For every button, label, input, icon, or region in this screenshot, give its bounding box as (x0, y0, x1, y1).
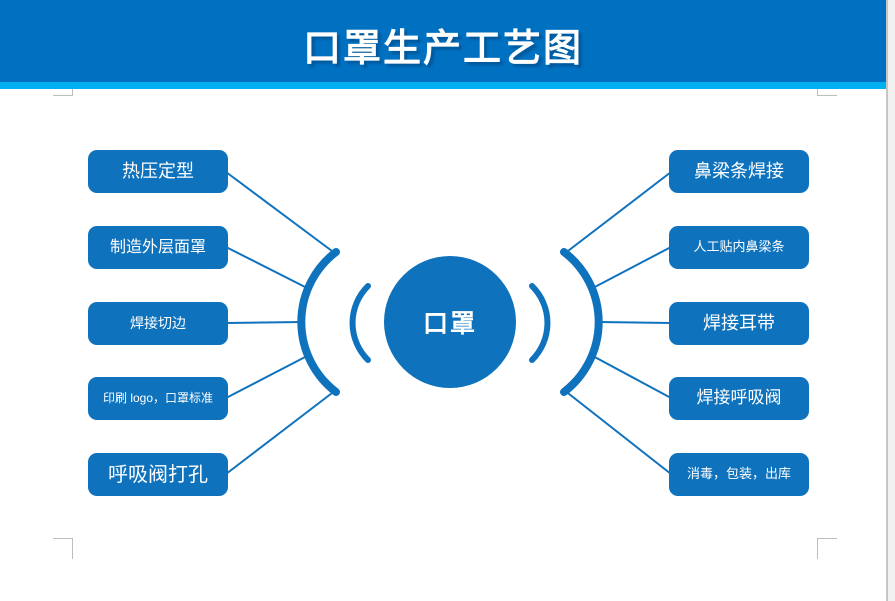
center-node[interactable]: 口罩 (384, 256, 516, 388)
page-margin-mark-bottom-left (53, 538, 73, 559)
process-node-right-1[interactable]: 鼻梁条焊接 (669, 150, 809, 193)
outer-arc-right (560, 248, 603, 396)
page-title: 口罩生产工艺图 (302, 27, 583, 70)
inner-arc-right (529, 283, 551, 363)
process-node-left-4[interactable]: 印刷 logo，口罩标准 (88, 377, 228, 420)
title-banner: 口罩生产工艺图 (0, 0, 886, 82)
inner-arc-left (349, 283, 371, 363)
accent-strip (0, 82, 886, 89)
process-node-right-5[interactable]: 消毒，包装，出库 (669, 453, 809, 496)
outer-arc-left (297, 248, 340, 396)
page-margin-mark-top-right (817, 89, 837, 96)
page-margin-mark-top-left (53, 89, 73, 96)
connector-lines (225, 171, 672, 475)
diagram-canvas: 热压定型 制造外层面罩 焊接切边 印刷 logo，口罩标准 呼吸阀打孔 鼻梁条焊… (0, 89, 886, 601)
process-node-right-2[interactable]: 人工贴内鼻梁条 (669, 226, 809, 269)
process-node-left-2[interactable]: 制造外层面罩 (88, 226, 228, 269)
process-node-right-3[interactable]: 焊接耳带 (669, 302, 809, 345)
decorative-arcs (297, 248, 603, 396)
process-node-left-3[interactable]: 焊接切边 (88, 302, 228, 345)
window-edge (886, 0, 895, 601)
page-margin-mark-bottom-right (817, 538, 837, 559)
process-node-right-4[interactable]: 焊接呼吸阀 (669, 377, 809, 420)
connector-graphics (225, 171, 672, 475)
process-node-left-5[interactable]: 呼吸阀打孔 (88, 453, 228, 496)
process-node-left-1[interactable]: 热压定型 (88, 150, 228, 193)
